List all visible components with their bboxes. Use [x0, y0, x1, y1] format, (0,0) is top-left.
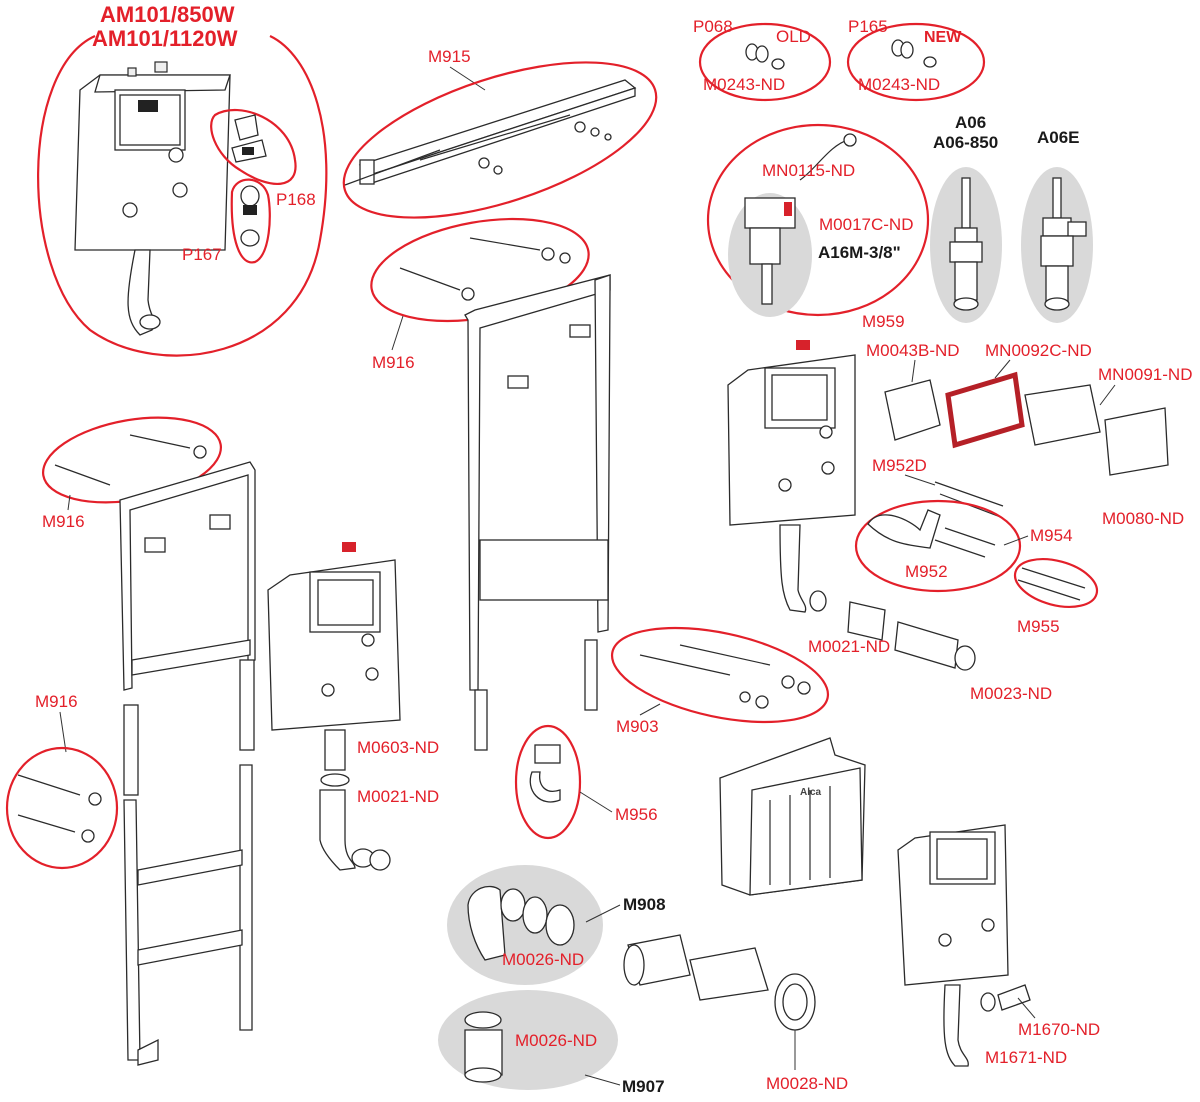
m903-rods [639, 644, 811, 709]
label-m916-top: M916 [372, 353, 415, 372]
cistern-right-fittings [809, 590, 976, 671]
label-a16m: A16M-3/8" [818, 243, 901, 262]
label-old: OLD [776, 27, 811, 46]
p165-group: P165 NEW M0243-ND [846, 17, 986, 102]
m952-mechanism [867, 509, 941, 549]
p168-highlight-circle [210, 108, 297, 185]
m959-group: MN0115-ND M0017C-ND A16M-3/8" M959 [706, 123, 930, 331]
p165-highlight-ellipse [846, 22, 986, 102]
model-title-line2: AM101/1120W [92, 26, 238, 51]
label-m0028: M0028-ND [766, 1074, 848, 1093]
cistern-bottom-right [897, 824, 1031, 1067]
label-m916-bottom: M916 [35, 692, 78, 711]
m95x-group: M952D M954 M952 M955 [854, 456, 1099, 636]
m916-bottom-highlight-circle [5, 746, 119, 870]
label-m952d: M952D [872, 456, 927, 475]
label-m956: M956 [615, 805, 658, 824]
label-mn0091: MN0091-ND [1098, 365, 1192, 384]
p167-highlight-circle [230, 178, 271, 264]
m954-highlight-ellipse [854, 499, 1022, 593]
label-m0026-a: M0026-ND [502, 950, 584, 969]
label-m0080: M0080-ND [1102, 509, 1184, 528]
m903-group: M903 [610, 626, 830, 736]
label-m952: M952 [905, 562, 948, 581]
m916-bottom-group: M916 [5, 692, 119, 870]
frame-m0080 [1104, 407, 1169, 476]
m956-bracket [529, 744, 561, 803]
frame-left-mid [119, 461, 256, 691]
a06-valve [949, 177, 983, 311]
cistern-am101 [74, 61, 231, 336]
pipe-set-bottom [623, 934, 816, 1031]
m916-top-bolts [399, 237, 571, 301]
am101-group: AM101/850W AM101/1120W P168 [37, 2, 328, 357]
plate-group: M0043B-ND MN0092C-ND MN0091-ND M0080-ND [866, 341, 1192, 528]
label-p068: P068 [693, 17, 733, 36]
label-m907: M907 [622, 1077, 665, 1096]
box-mn0091 [1024, 384, 1101, 446]
label-a06e: A06E [1037, 128, 1080, 147]
label-m0017c: M0017C-ND [819, 215, 913, 234]
a06e-group: A06E [1021, 128, 1093, 323]
m908-group: M908 M0026-ND [447, 865, 666, 985]
plate-m0043b [884, 379, 941, 441]
label-mn0115: MN0115-ND [762, 161, 855, 180]
label-m0243-new: M0243-ND [858, 75, 940, 94]
label-p165: P165 [848, 17, 888, 36]
cistern-right [727, 340, 856, 613]
label-new: NEW [924, 29, 962, 46]
label-mn0092c: MN0092C-ND [985, 341, 1092, 360]
a06-group: A06 A06-850 [930, 113, 1002, 323]
frame-tall [464, 274, 611, 751]
label-m915: M915 [428, 47, 471, 66]
alca-logo: Alca [800, 787, 822, 798]
label-m959: M959 [862, 312, 905, 331]
p168-clips [231, 114, 267, 163]
m916-left-group: M916 [41, 416, 223, 531]
p068-group: P068 OLD M0243-ND [693, 17, 832, 102]
m959-highlight-circle [706, 123, 930, 317]
m956-group: M956 [514, 724, 658, 840]
label-m0043b: M0043B-ND [866, 341, 960, 360]
m915-group: M915 [342, 47, 658, 219]
p068-highlight-ellipse [698, 22, 832, 102]
p167-parts [240, 185, 260, 247]
m956-highlight-ellipse [514, 724, 582, 840]
model-title-line1: AM101/850W [100, 2, 235, 27]
label-m955: M955 [1017, 617, 1060, 636]
label-m916-left: M916 [42, 512, 85, 531]
m916-left-bolts [54, 434, 207, 486]
label-m1670: M1670-ND [1018, 1020, 1100, 1039]
p068-fitting [745, 43, 785, 70]
m907-group: M0026-ND M907 [438, 990, 665, 1096]
m955-highlight-ellipse [1013, 558, 1099, 608]
m915-highlight-ellipse [342, 61, 658, 219]
am101-highlight-circle [37, 34, 328, 357]
label-m954: M954 [1030, 526, 1073, 545]
label-m0021-left: M0021-ND [357, 787, 439, 806]
label-m0026-b: M0026-ND [515, 1031, 597, 1050]
label-a06-850: A06-850 [933, 133, 998, 152]
m903-highlight-ellipse [610, 626, 830, 724]
seal-rings-left [351, 848, 391, 871]
label-p168: P168 [276, 190, 316, 209]
m915-rail [344, 79, 637, 186]
plate-mn0092c [945, 371, 1025, 449]
m916-bottom-bolts [17, 774, 102, 843]
label-m0243-old: M0243-ND [703, 75, 785, 94]
label-m1671: M1671-ND [985, 1048, 1067, 1067]
cistern-center [267, 542, 401, 871]
protective-box: Alca [719, 737, 866, 896]
label-m0603: M0603-ND [357, 738, 439, 757]
label-m0023: M0023-ND [970, 684, 1052, 703]
label-m903: M903 [616, 717, 659, 736]
label-m908: M908 [623, 895, 666, 914]
a06e-valve [1040, 177, 1087, 311]
fill-valve [744, 133, 857, 305]
frame-bottom-left [123, 659, 255, 1066]
label-a06: A06 [955, 113, 986, 132]
label-p167: P167 [182, 245, 222, 264]
label-m0021-right: M0021-ND [808, 637, 890, 656]
p165-fitting [891, 39, 937, 68]
